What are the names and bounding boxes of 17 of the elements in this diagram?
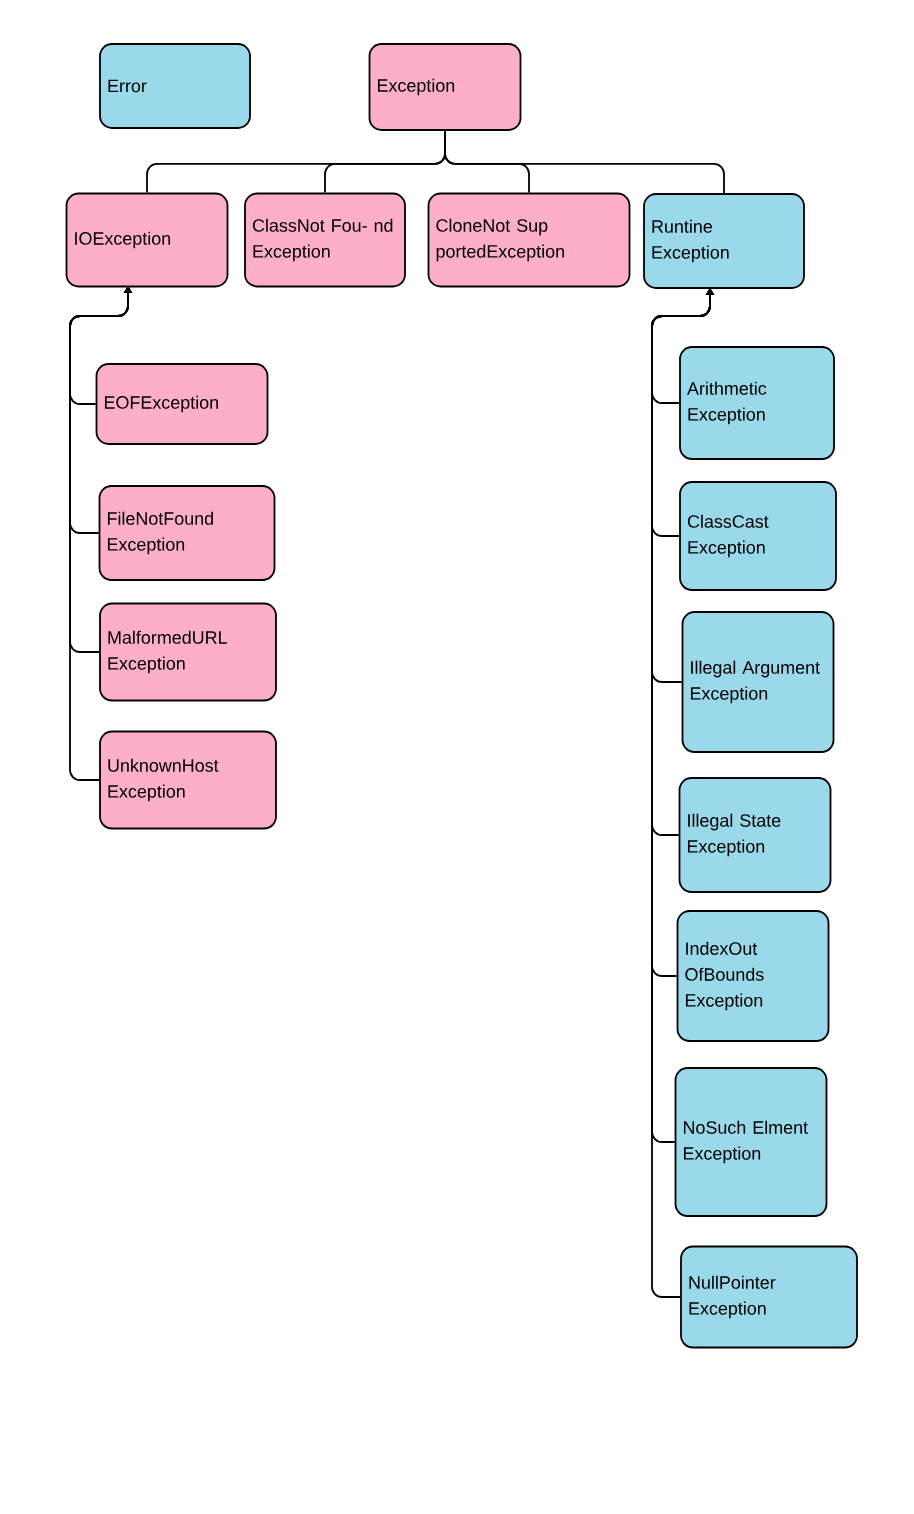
- class-box: Arithmetic Exception: [679, 346, 835, 460]
- class-box: Error: [99, 43, 251, 129]
- class-box: IndexOut OfBounds Exception: [676, 910, 830, 1042]
- class-box: Exception: [368, 43, 522, 131]
- class-box: Illegal State Exception: [678, 777, 832, 893]
- class-box: Illegal Argument Exception: [681, 611, 835, 753]
- class-box: IOException: [65, 192, 229, 288]
- class-box: UnknownHost Exception: [99, 730, 277, 830]
- class-box: NullPointer Exception: [680, 1245, 858, 1349]
- class-box: FileNotFound Exception: [98, 485, 276, 581]
- class-box: MalformedURL Exception: [99, 602, 277, 702]
- class-box: ClassNot Fou- nd Exception: [244, 192, 406, 288]
- class-box: CloneNot Sup portedException: [427, 192, 631, 288]
- class-box: NoSuch Elment Exception: [674, 1067, 828, 1217]
- class-box: EOFException: [95, 363, 269, 445]
- class-box: Runtine Exception: [643, 193, 805, 289]
- class-box: ClassCast Exception: [679, 481, 837, 591]
